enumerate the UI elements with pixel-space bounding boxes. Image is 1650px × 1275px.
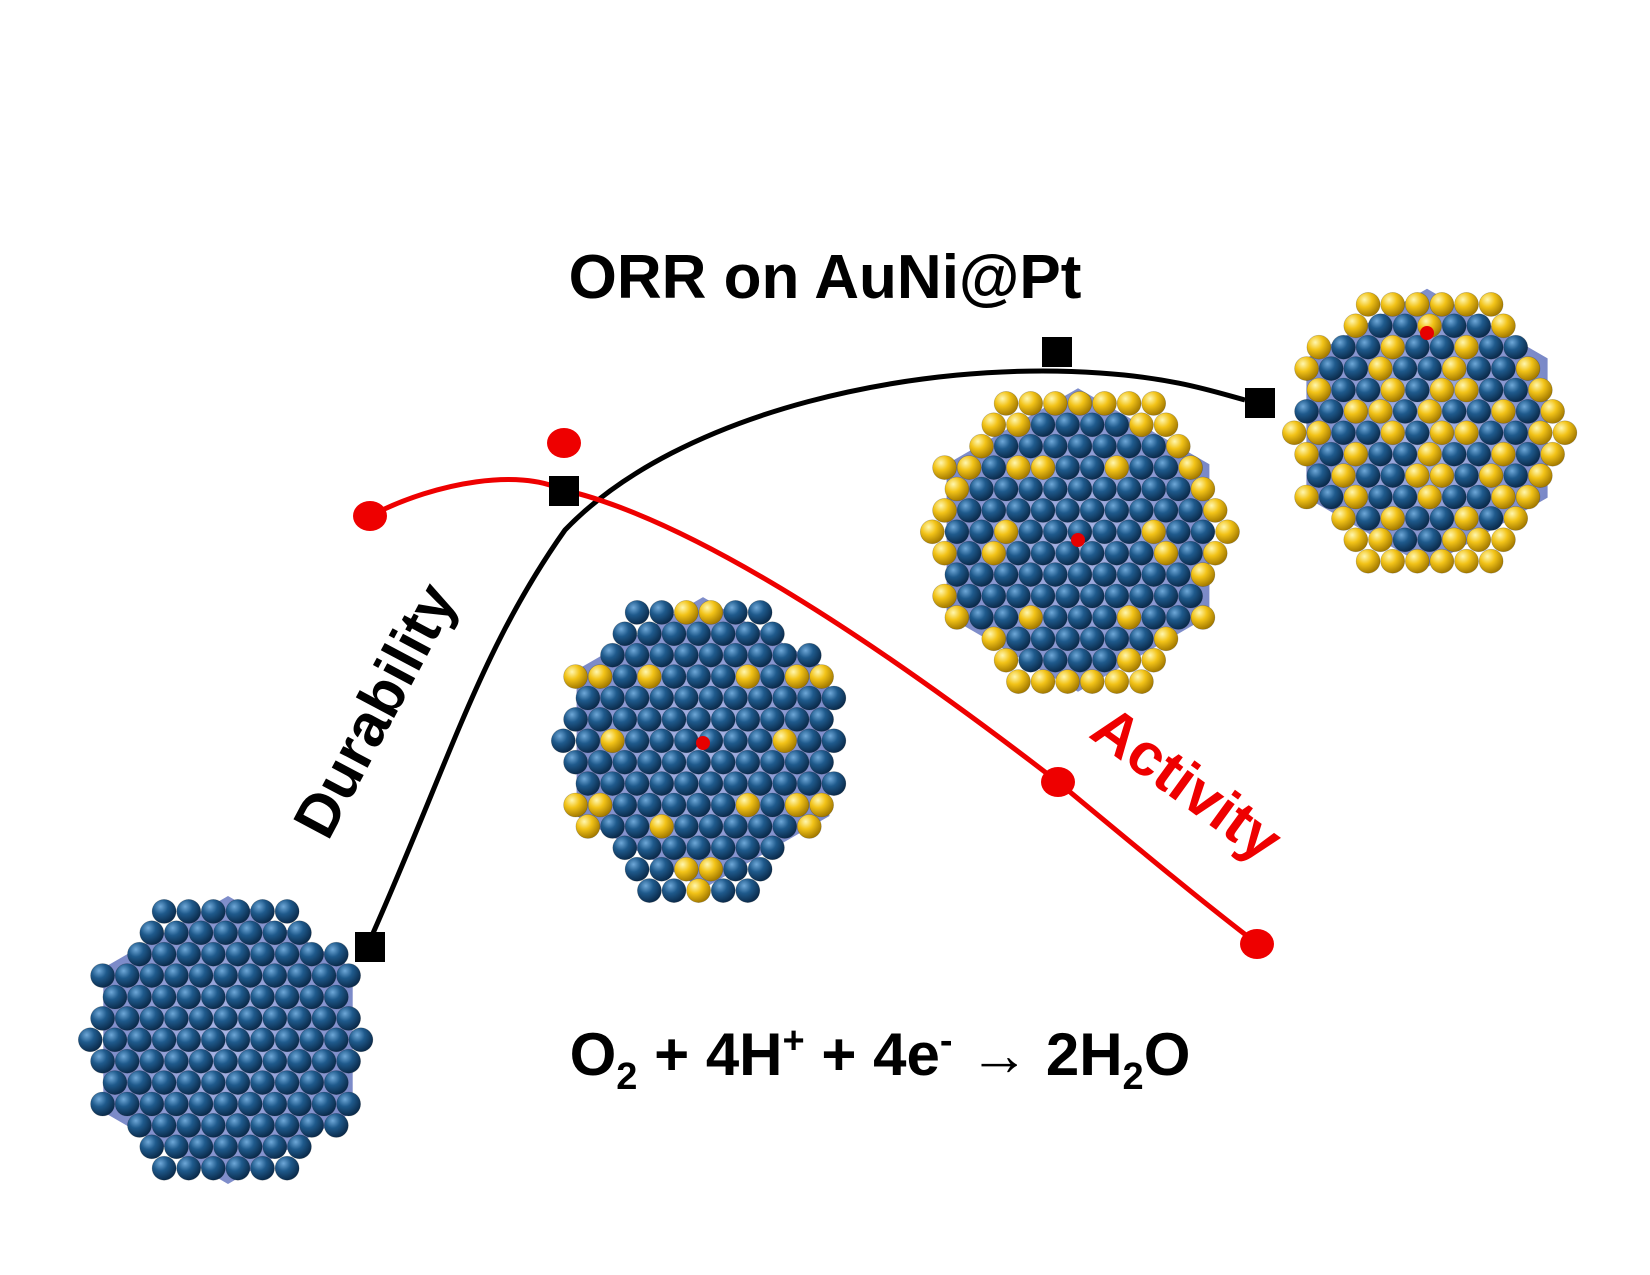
activity-marker — [353, 501, 387, 531]
orr-equation: O2 + 4H+ + 4e- → 2H2O — [570, 1020, 1191, 1098]
activity-marker — [1041, 767, 1075, 797]
durability-marker — [355, 932, 385, 962]
durability-marker — [549, 476, 579, 506]
activity-curve — [368, 477, 1257, 944]
active-site-marker — [696, 736, 710, 750]
equation-superscript: + — [783, 1020, 805, 1062]
durability-marker — [1245, 388, 1275, 418]
nickel-core-particle — [78, 896, 374, 1184]
activity-label: Activity — [1080, 693, 1295, 875]
pt-edge-decorated-particle — [919, 388, 1240, 694]
pt-vertex-decorated-particle — [550, 597, 847, 903]
durability-curve — [367, 368, 1246, 942]
particles-group — [78, 288, 1578, 1184]
activity-marker — [1240, 929, 1274, 959]
durability-marker — [1042, 337, 1072, 367]
active-site-marker — [1071, 533, 1085, 547]
equation-subscript: 2 — [616, 1056, 637, 1098]
pt-shell-particle — [1282, 288, 1578, 574]
active-site-marker — [1420, 326, 1434, 340]
diagram-title: ORR on AuNi@Pt — [569, 243, 1082, 312]
durability-label: Durability — [280, 572, 469, 848]
activity-marker — [547, 428, 581, 458]
equation-superscript: - — [940, 1020, 953, 1062]
equation-subscript: 2 — [1123, 1056, 1144, 1098]
